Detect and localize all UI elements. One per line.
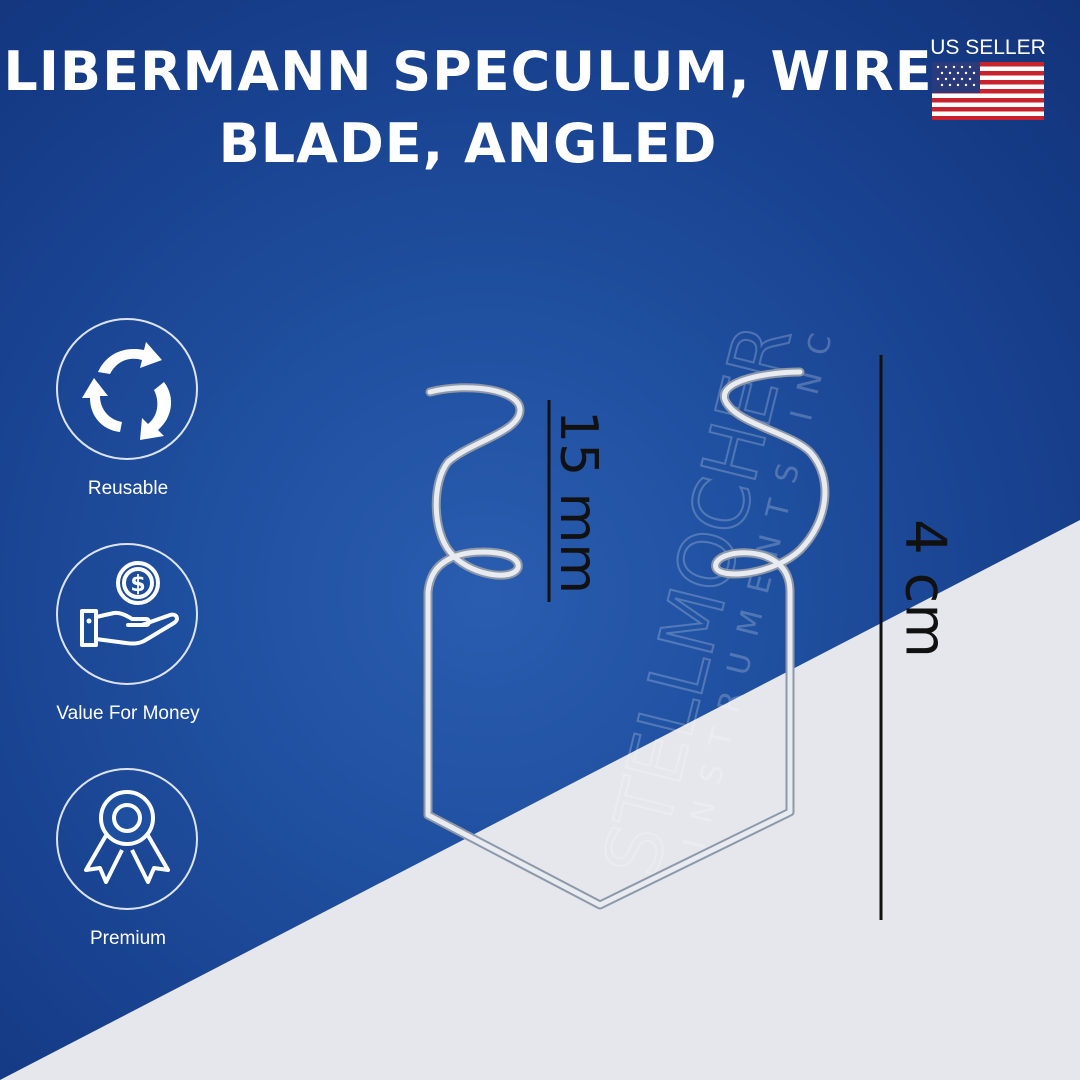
feature-label: Value For Money [56, 703, 200, 724]
us-flag-icon [932, 62, 1044, 120]
feature-label: Reusable [87, 478, 169, 499]
product-title-line-2: BLADE, ANGLED [218, 112, 718, 175]
feature-circle: $ [56, 543, 198, 685]
speculum-wire [423, 367, 830, 910]
award-ribbon-icon [84, 790, 170, 884]
feature-circle [56, 768, 198, 910]
dimension-label-15mm: 15 mm [548, 409, 608, 594]
feature-circle [56, 318, 198, 460]
us-seller-label: US SELLER [930, 36, 1046, 59]
dimension-label-4cm: 4 cm [892, 519, 958, 658]
product-title-line-1: LIBERMANN SPECULUM, WIRE [3, 40, 933, 103]
hand-coin-icon: $ [80, 561, 179, 647]
svg-text:$: $ [130, 572, 145, 597]
light-diagonal-panel [0, 520, 1080, 1080]
recycle-arrows-icon [82, 342, 172, 440]
feature-label: Premium [89, 928, 166, 949]
